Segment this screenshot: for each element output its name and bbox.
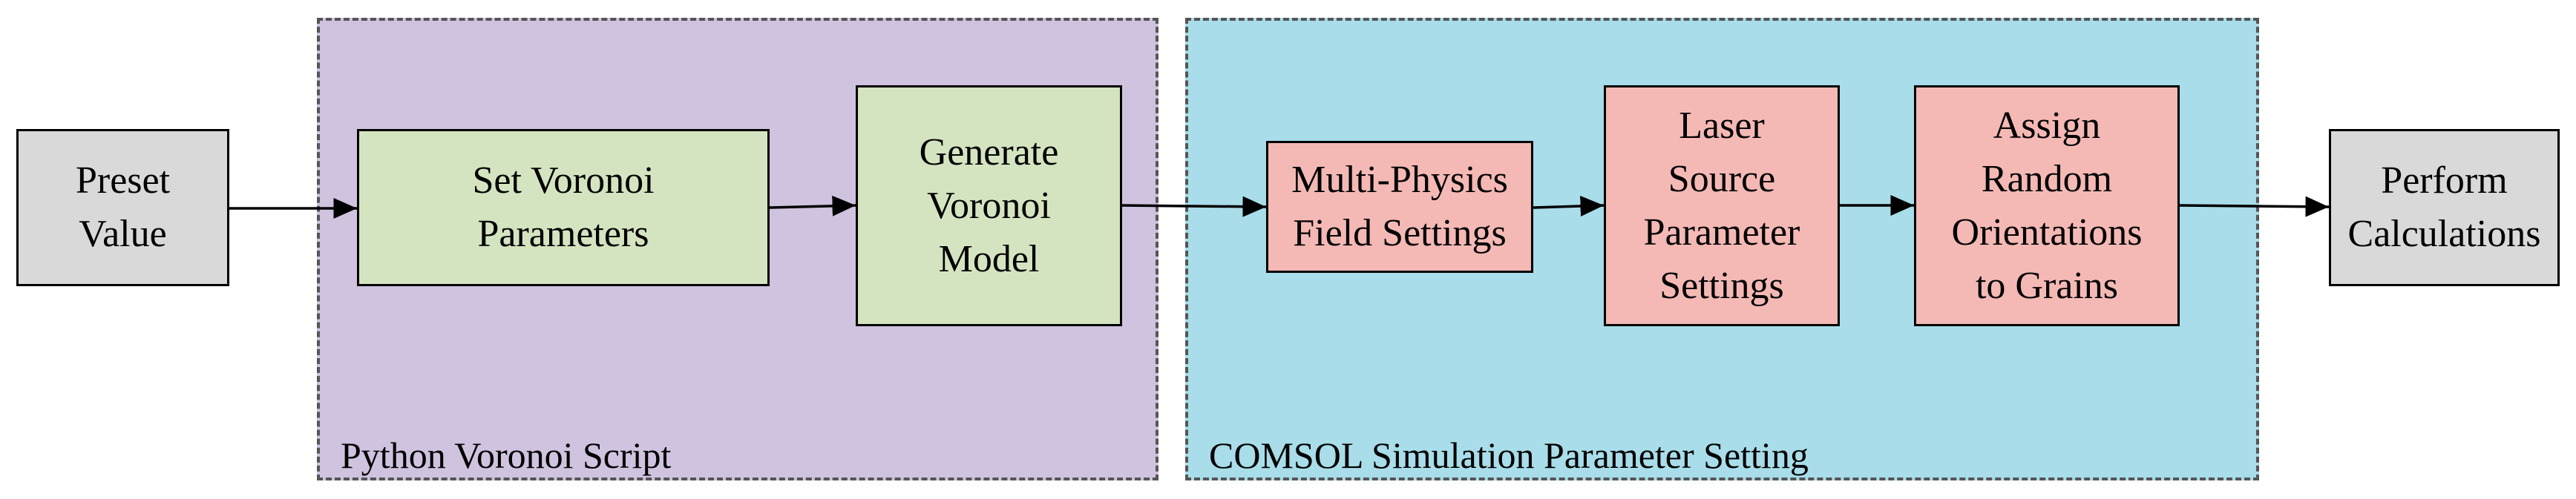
perform-calculations-label: Perform Calculations: [2347, 159, 2541, 255]
assign-random-orientations-label: Assign Random Orientations to Grains: [1951, 104, 2143, 307]
preset-value-box: Preset Value: [16, 129, 229, 286]
set-voronoi-parameters-label: Set Voronoi Parameters: [472, 159, 655, 255]
generate-voronoi-model-box: Generate Voronoi Model: [856, 85, 1122, 326]
multi-physics-field-settings-label: Multi-Physics Field Settings: [1291, 159, 1508, 254]
perform-calculations-box: Perform Calculations: [2329, 129, 2560, 286]
arrow-set-voronoi-to-generate: [769, 195, 856, 217]
python-region-label: Python Voronoi Script: [341, 434, 672, 476]
generate-voronoi-model-label: Generate Voronoi Model: [919, 130, 1059, 280]
multi-physics-field-settings-box: Multi-Physics Field Settings: [1266, 141, 1533, 273]
assign-random-orientations-box: Assign Random Orientations to Grains: [1914, 85, 2180, 326]
arrow-assign-to-perform: [2179, 196, 2330, 217]
comsol-region-label: COMSOL Simulation Parameter Setting: [1209, 434, 1809, 476]
preset-value-label: Preset Value: [75, 159, 171, 255]
laser-source-parameter-settings-box: Laser Source Parameter Settings: [1604, 85, 1840, 326]
laser-source-parameter-settings-label: Laser Source Parameter Settings: [1643, 104, 1800, 307]
set-voronoi-parameters-box: Set Voronoi Parameters: [357, 129, 770, 286]
arrow-multiphysics-to-laser: [1533, 196, 1605, 217]
arrow-generate-to-multiphysics: [1121, 196, 1267, 217]
